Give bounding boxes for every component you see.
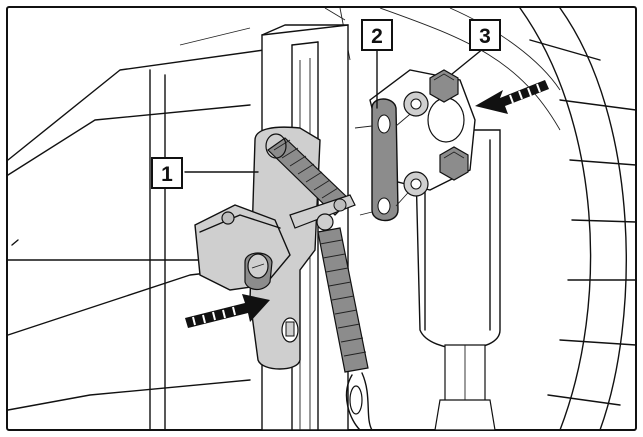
lock-housing xyxy=(194,204,291,291)
callout-2-label: 2 xyxy=(371,25,383,48)
callout-3-label: 3 xyxy=(479,25,491,48)
upper-right-arrow xyxy=(475,80,549,114)
washers-and-nuts xyxy=(403,69,469,197)
lower-nut xyxy=(439,146,469,181)
callout-3: 3 xyxy=(469,19,501,51)
lower-left-arrow xyxy=(185,294,270,328)
callout-1-label: 1 xyxy=(161,163,173,186)
linkage-rod xyxy=(289,194,356,231)
callout-2: 2 xyxy=(361,19,393,51)
callout-3-leader xyxy=(451,47,485,75)
callout-1: 1 xyxy=(151,157,183,189)
strap xyxy=(354,98,416,222)
tyre xyxy=(379,7,637,431)
lower-spring xyxy=(317,227,373,431)
